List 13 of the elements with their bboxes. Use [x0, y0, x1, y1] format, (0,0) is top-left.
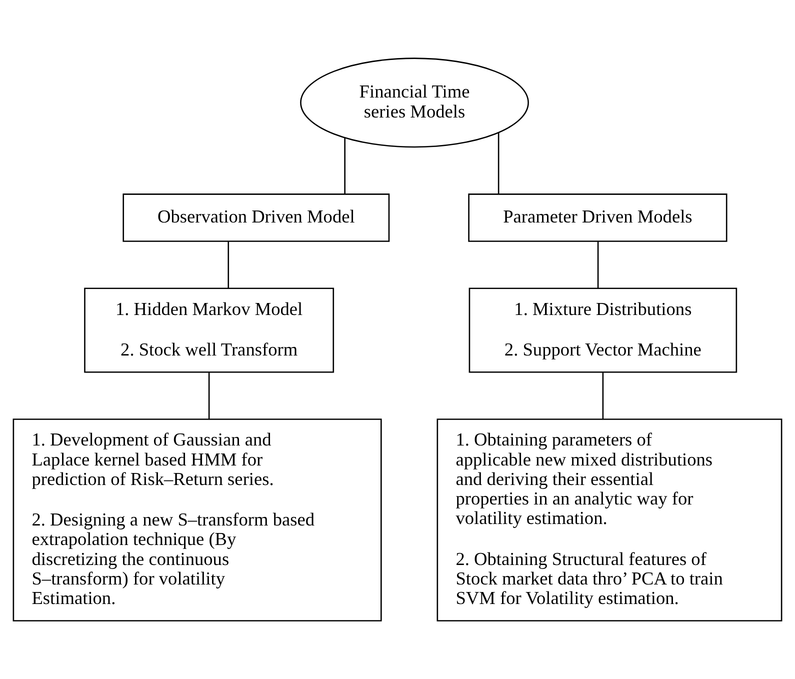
- node-ellipse: Financial Time series Models: [300, 58, 529, 148]
- node-box: Observation Driven Model: [122, 194, 390, 242]
- connector: [498, 132, 500, 194]
- connector: [597, 242, 599, 288]
- node-box: 1. Development of Gaussian and Laplace kernel based HMM for prediction of Risk–Return series. 2. Designing a new S–transform based extrapolation technique (By discretizing the continuous S–transform) for volatility Estimation.: [12, 418, 382, 622]
- node-box: 1. Obtaining parameters of applicable new mixed distributions and deriving their essential properties in an analytic way for volatility estimation. 2. Obtaining Structural features of Stock market data thro’ PCA to train SVM for Volatility estimation.: [436, 418, 782, 622]
- connector: [602, 372, 604, 420]
- node-box: 1. Hidden Markov Model 2. Stock well Transform: [84, 288, 334, 373]
- node-box: 1. Mixture Distributions 2. Support Vector Machine: [468, 288, 738, 373]
- connector: [208, 372, 210, 420]
- node-box: Parameter Driven Models: [468, 194, 728, 242]
- connector: [228, 242, 230, 288]
- connector: [344, 138, 346, 194]
